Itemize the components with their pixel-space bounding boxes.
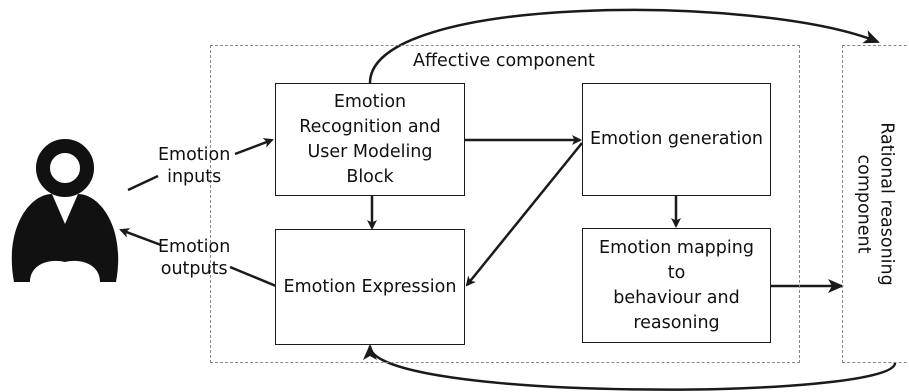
- emotion-recognition-block: Emotion Recognition and User Modeling Bl…: [275, 83, 465, 196]
- inputs-arrow-lower: [127, 174, 159, 192]
- inputs-line-1: Emotion: [158, 145, 231, 165]
- emotion-generation-block: Emotion generation: [582, 83, 771, 196]
- recognition-line-4: Block: [346, 166, 394, 187]
- recognition-line-1: Emotion: [333, 91, 407, 112]
- inputs-line-2: inputs: [167, 167, 222, 187]
- emotion-mapping-block: Emotion mapping to behaviour and reasoni…: [582, 228, 771, 343]
- rational-component-label: Rational reasoning component: [842, 45, 908, 363]
- recognition-line-3: User Modeling: [307, 141, 433, 162]
- emotion-outputs-label: Emotion outputs: [158, 236, 230, 280]
- emotion-expression-block: Emotion Expression: [275, 229, 465, 345]
- mapping-line-3: reasoning: [633, 312, 720, 333]
- affective-component-frame: [210, 45, 800, 363]
- outputs-line-2: outputs: [160, 259, 228, 279]
- mapping-line-2: behaviour and: [613, 287, 740, 308]
- rational-to-expression-curve: [363, 344, 897, 391]
- rational-label-line-2: component: [854, 154, 875, 254]
- outputs-line-1: Emotion: [158, 237, 231, 257]
- outputs-connector: [229, 265, 277, 288]
- recognition-to-rational-curve: [368, 8, 880, 84]
- generation-to-expression-arrow: [465, 142, 583, 287]
- mapping-line-1: Emotion mapping to: [599, 237, 754, 283]
- affective-component-label: Affective component: [413, 51, 595, 71]
- emotion-inputs-label: Emotion inputs: [158, 144, 230, 188]
- rational-component-frame: [842, 45, 909, 363]
- generation-line-1: Emotion generation: [589, 129, 764, 149]
- outputs-arrow: [119, 228, 162, 247]
- user-icon: [11, 139, 119, 282]
- expression-line-1: Emotion Expression: [283, 276, 457, 297]
- rational-label-line-1: Rational reasoning: [877, 122, 898, 286]
- recognition-line-2: Recognition and: [299, 116, 441, 137]
- inputs-arrow: [234, 138, 274, 156]
